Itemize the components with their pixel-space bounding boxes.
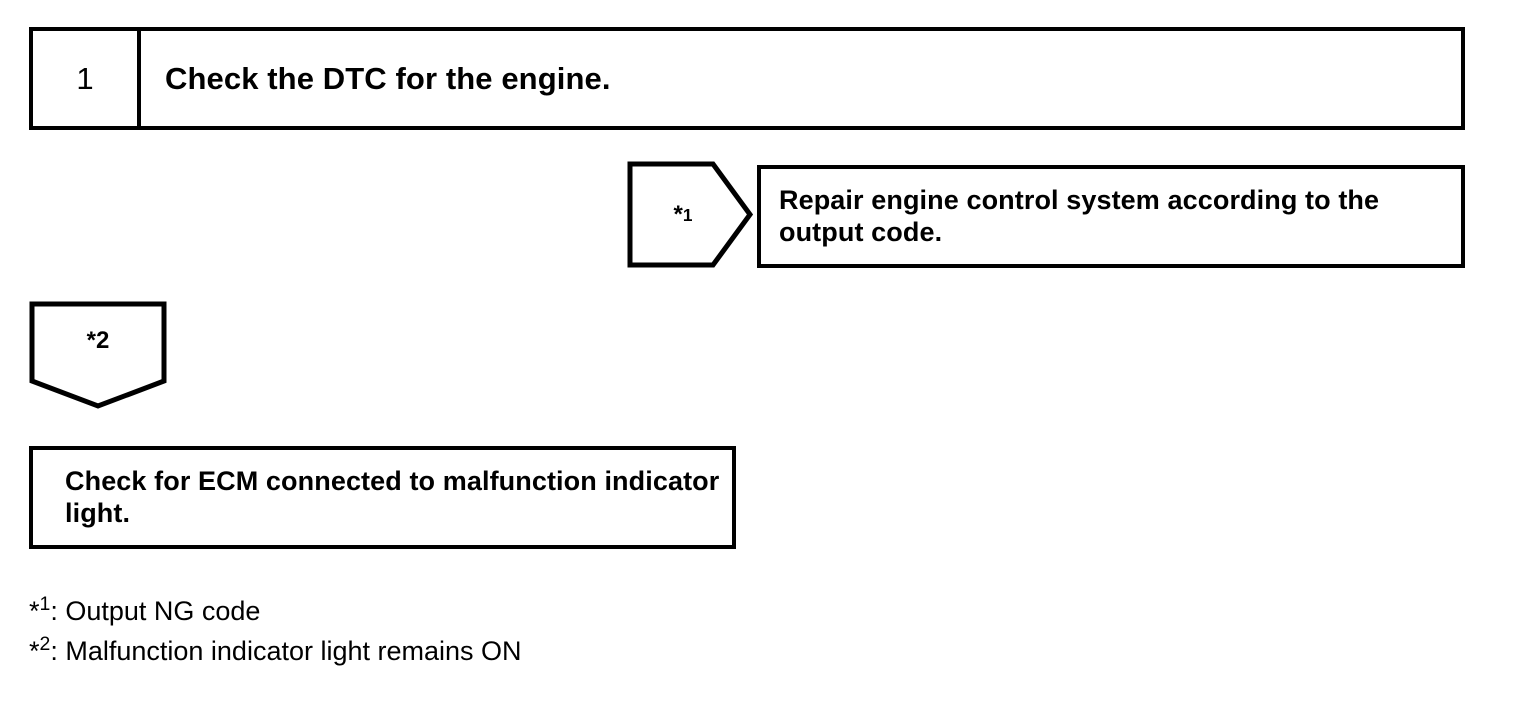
- footnote-2-index: 2: [39, 632, 51, 655]
- step-number-cell: 1: [33, 31, 141, 126]
- footnote-1-symbol: *: [29, 596, 40, 626]
- pentagon-arrow-right-icon: [627, 161, 753, 268]
- footnote-item-2: *2: Malfunction indicator light remains …: [29, 632, 929, 672]
- branch-arrow-right: *1: [627, 161, 753, 268]
- footnote-1-text: Output NG code: [65, 596, 261, 626]
- footnote-2-text: Malfunction indicator light remains ON: [65, 635, 522, 666]
- step-number: 1: [76, 61, 94, 96]
- repair-result-text: Repair engine control system according t…: [779, 185, 1380, 247]
- branch-arrow-down: *2: [29, 301, 167, 409]
- step-instruction-cell: Check the DTC for the engine.: [145, 31, 1461, 126]
- pentagon-arrow-down-icon: [29, 301, 167, 409]
- footnote-2-separator: :: [50, 635, 66, 666]
- step-row-1: 1 Check the DTC for the engine.: [29, 27, 1465, 130]
- step-instruction-text: Check the DTC for the engine.: [165, 60, 611, 96]
- next-step-text: Check for ECM connected to malfunction i…: [65, 466, 720, 528]
- repair-result-box: Repair engine control system according t…: [757, 165, 1465, 268]
- footnote-legend: *1: Output NG code *2: Malfunction indic…: [29, 592, 929, 672]
- footnote-item-1: *1: Output NG code: [29, 592, 929, 632]
- footnote-1-index: 1: [39, 593, 51, 615]
- footnote-2-symbol: *: [29, 635, 40, 666]
- next-step-box: Check for ECM connected to malfunction i…: [29, 446, 736, 549]
- footnote-1-separator: :: [50, 596, 66, 626]
